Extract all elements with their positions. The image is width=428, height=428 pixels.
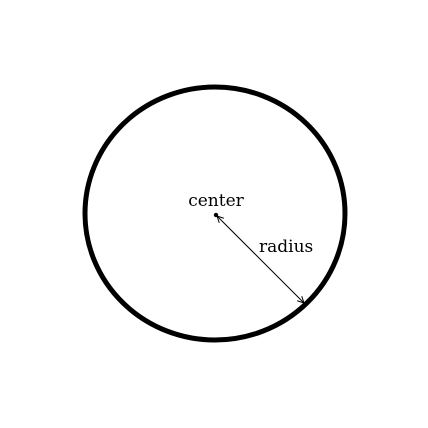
- radius-label: radius: [259, 237, 313, 257]
- radius-arrow: [217, 216, 304, 303]
- circle-outline: [82, 84, 348, 343]
- center-label: center: [188, 191, 244, 211]
